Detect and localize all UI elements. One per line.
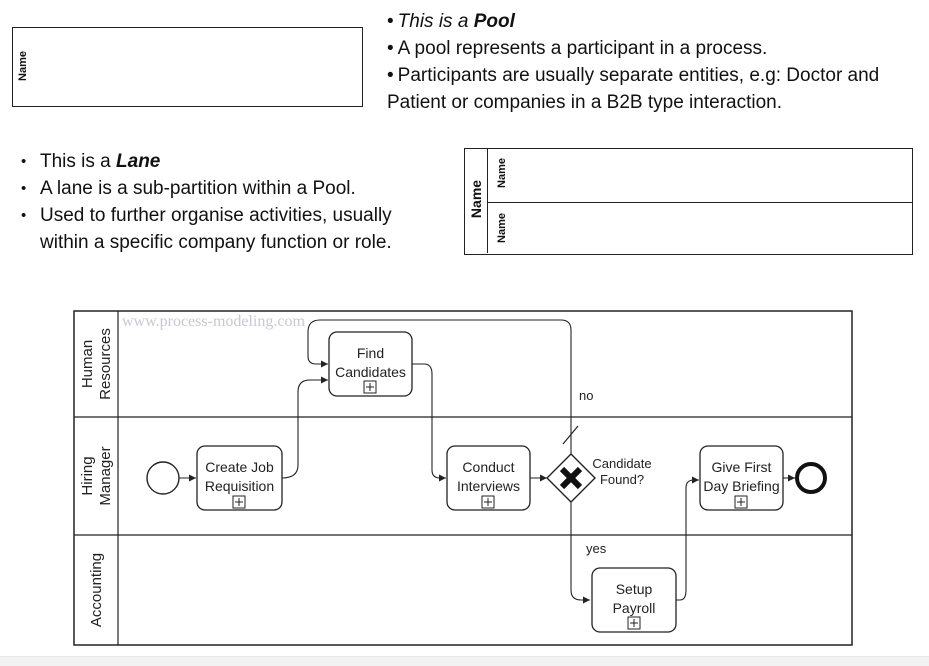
subprocess-marker-icon (363, 380, 377, 394)
default-flow-slash (562, 425, 579, 445)
flow-create-to-find (281, 376, 328, 479)
task-create-job-requisition: Create Job Requisition (196, 445, 283, 511)
task-setup-payroll-line1: Setup (616, 581, 653, 597)
task-create-job-requisition-shape (196, 445, 283, 511)
lane-description: This is a Lane A lane is a sub-partition… (20, 148, 440, 256)
gateway-x-icon (559, 466, 583, 490)
flow-gateway-yes-to-payroll (570, 502, 590, 604)
lane-label-hiring-manager: Hiring Manager (79, 446, 114, 505)
task-find-candidates-line2: Candidates (335, 364, 406, 380)
subprocess-marker-icon (232, 495, 246, 509)
pool-description-line3: •Participants are usually separate entit… (387, 65, 880, 113)
subprocess-marker-icon (734, 495, 748, 509)
pool-description-line2: •A pool represents a participant in a pr… (387, 38, 768, 59)
page-bottom-strip (0, 656, 929, 666)
lane-label-human-resources: Human Resources (79, 328, 114, 400)
gateway-label-line2: Found? (600, 472, 644, 487)
lane-description-line3: Used to further organise activities, usu… (20, 202, 440, 256)
flow-find-to-interview (412, 363, 446, 482)
subprocess-marker-icon (481, 495, 495, 509)
lane-label-hiring-manager-line2: Manager (97, 446, 114, 505)
task-give-first-day-briefing-shape (699, 445, 784, 511)
task-conduct-interviews-shape (446, 445, 531, 511)
lane-example-lane-divider (487, 202, 912, 203)
gateway-candidate-found: Candidate Found? (546, 453, 652, 503)
task-conduct-interviews-line2: Interviews (457, 478, 520, 494)
task-give-first-day-briefing: Give First Day Briefing (699, 445, 784, 511)
lane-example-shape: Name Name Name (464, 148, 913, 255)
task-conduct-interviews-line1: Conduct (462, 459, 514, 475)
lane-label-human-resources-line2: Resources (97, 328, 114, 400)
pool-example-shape: Name (12, 27, 363, 107)
flow-label-no: no (579, 388, 593, 403)
pool-description-line1: •This is a Pool (387, 11, 515, 32)
lane-description-line2: A lane is a sub-partition within a Pool. (20, 175, 440, 202)
lane-example-pool-divider (487, 149, 488, 253)
task-setup-payroll-line2: Payroll (613, 600, 656, 616)
lane-label-accounting: Accounting (88, 553, 105, 627)
task-find-candidates-line1: Find (357, 345, 384, 361)
task-setup-payroll: Setup Payroll (591, 567, 677, 633)
lane-label-accounting-line1: Accounting (88, 553, 105, 627)
start-event (146, 461, 180, 495)
watermark-text: www.process-modeling.com (122, 313, 305, 330)
flow-label-yes: yes (586, 541, 607, 556)
task-give-first-day-briefing-line2: Day Briefing (703, 478, 779, 494)
task-find-candidates: Find Candidates (328, 331, 413, 397)
end-event (795, 462, 827, 494)
task-create-job-requisition-line1: Create Job (205, 459, 274, 475)
flow-gateway-no-to-find (307, 319, 572, 454)
pool-description: •This is a Pool •A pool represents a par… (387, 8, 907, 116)
task-create-job-requisition-line2: Requisition (205, 478, 274, 494)
lane-description-line1: This is a Lane (20, 148, 440, 175)
gateway-label-line1: Candidate (592, 456, 651, 471)
subprocess-marker-icon (627, 616, 641, 630)
task-setup-payroll-shape (591, 567, 677, 633)
lane-label-human-resources-line1: Human (79, 340, 96, 388)
task-conduct-interviews: Conduct Interviews (446, 445, 531, 511)
task-give-first-day-briefing-line1: Give First (712, 459, 772, 475)
task-find-candidates-shape (328, 331, 413, 397)
process-pool-border (73, 310, 853, 646)
flow-payroll-to-briefing (676, 476, 699, 601)
lane-label-hiring-manager-line1: Hiring (79, 456, 96, 495)
